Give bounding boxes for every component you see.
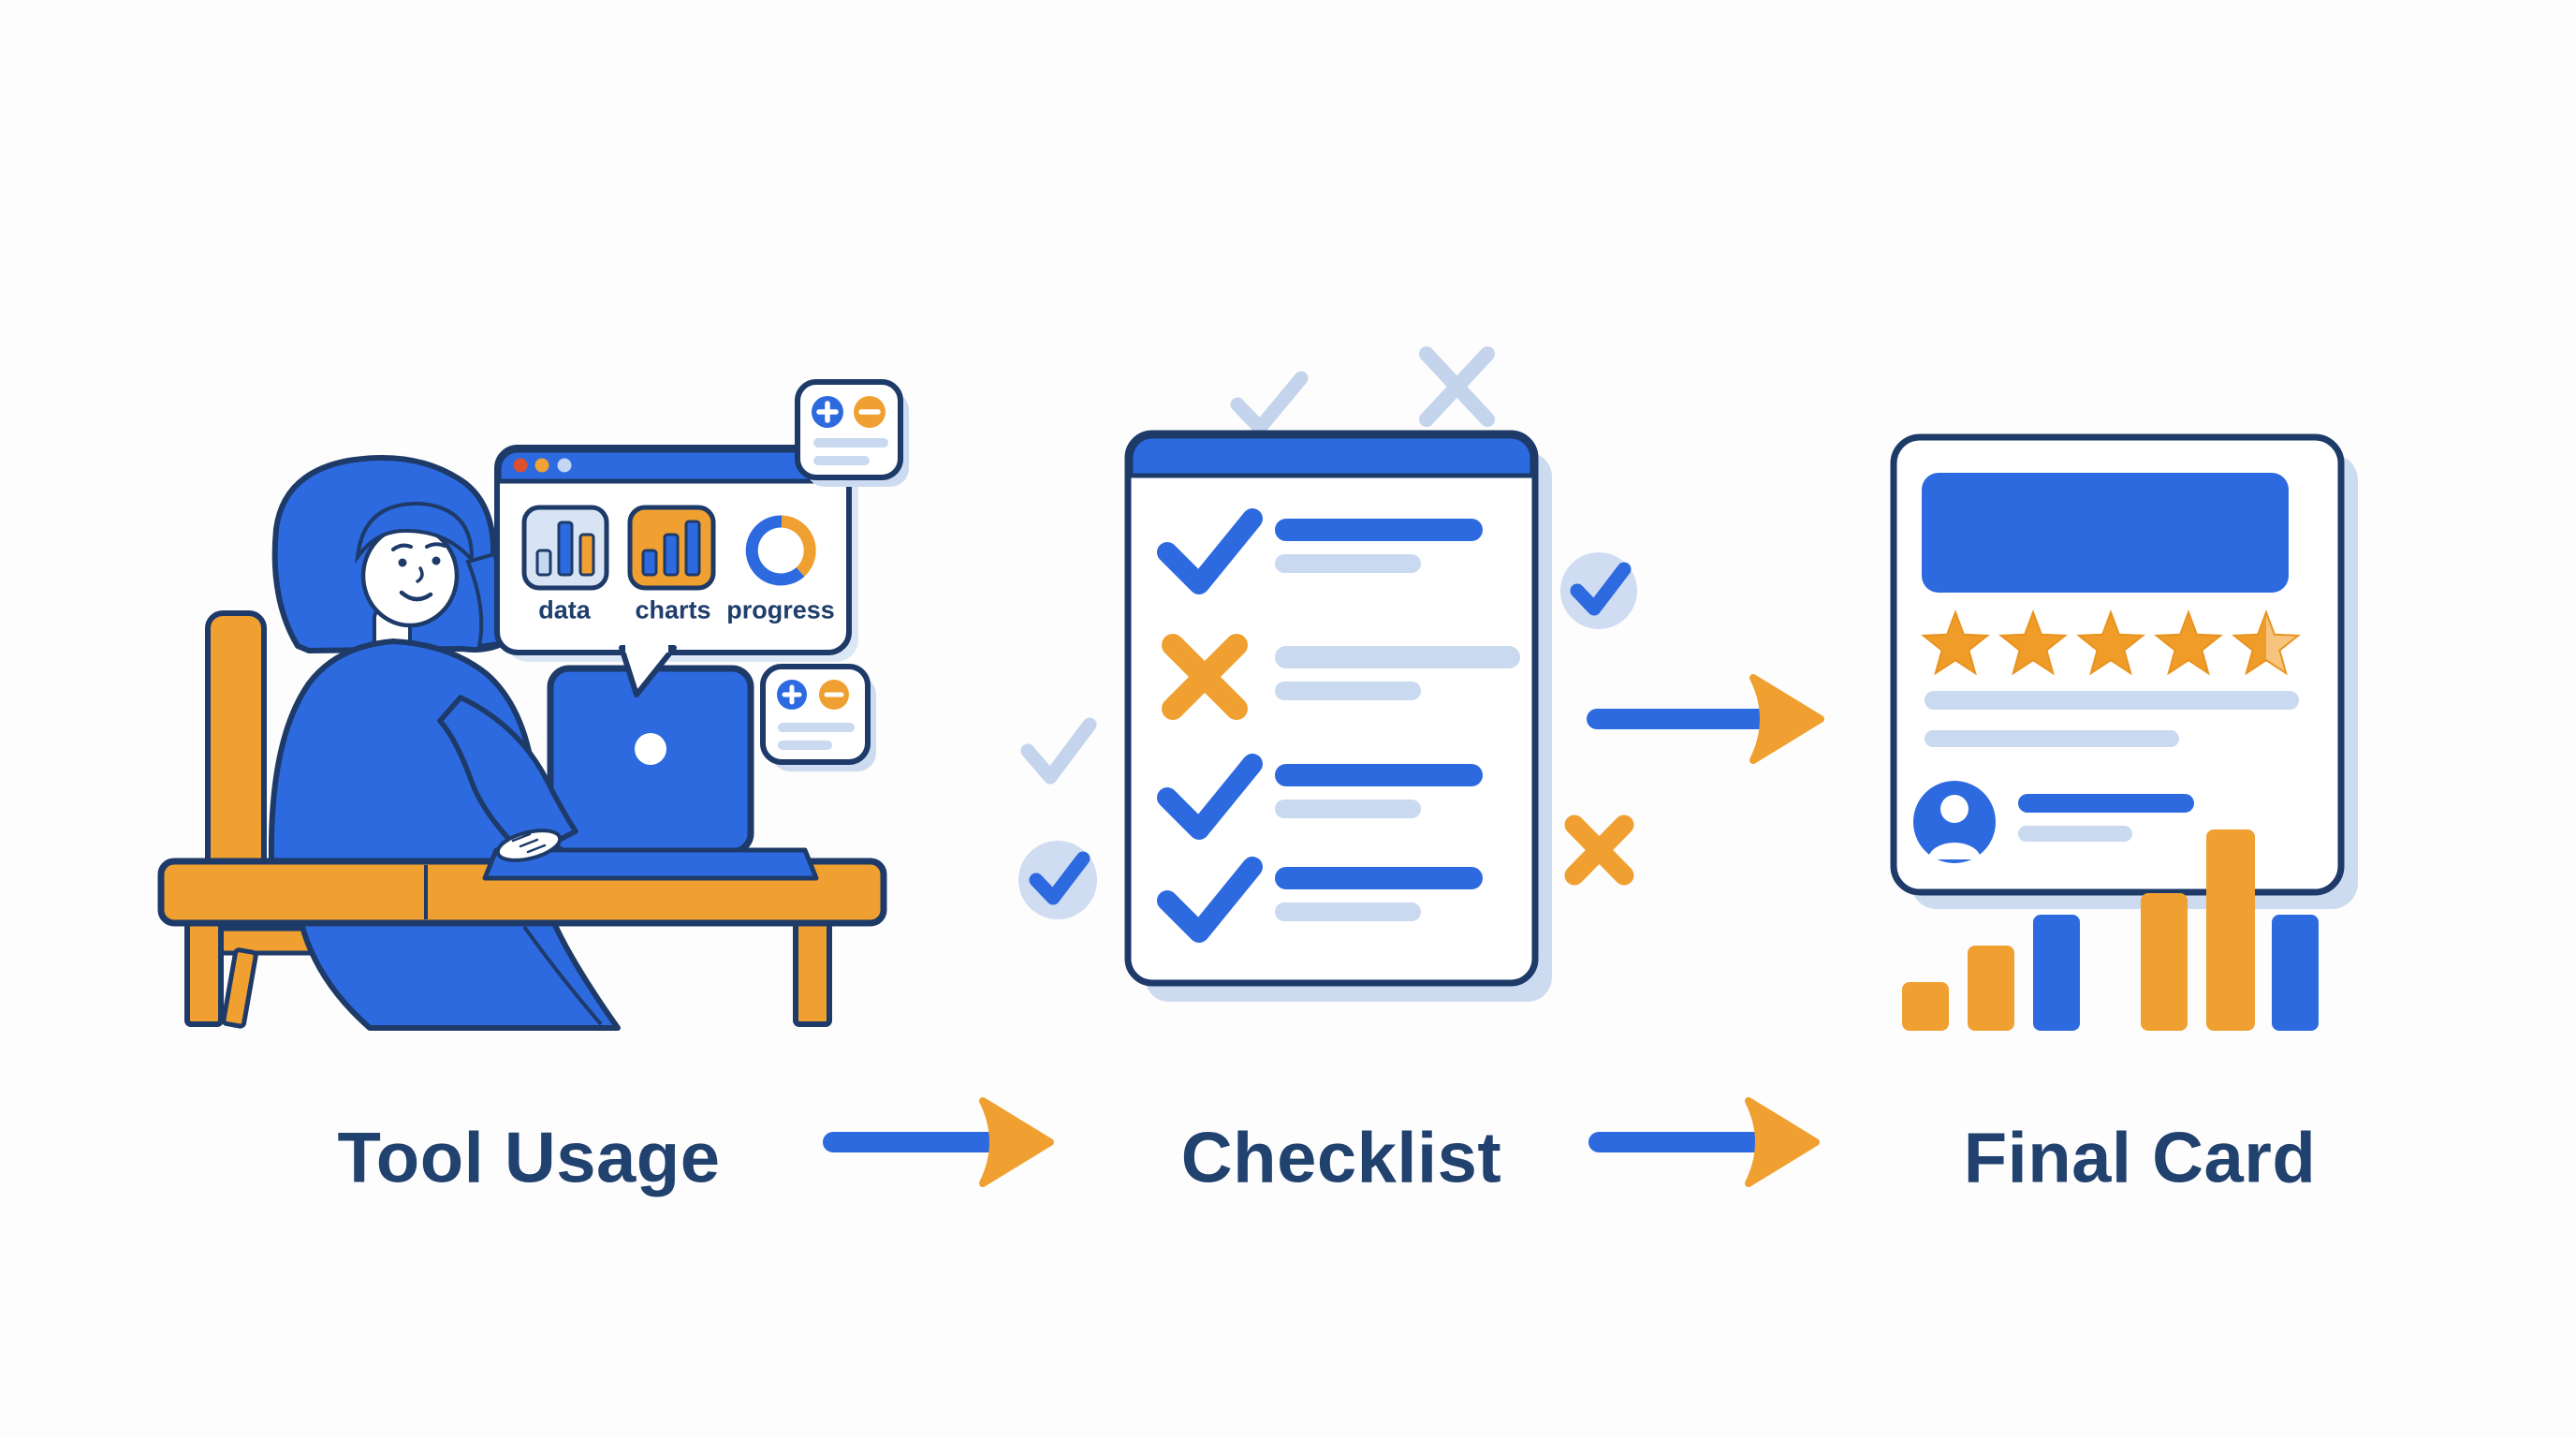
orange-x-icon xyxy=(1564,814,1634,886)
skeleton-line xyxy=(813,456,870,465)
popup-label-progress: progress xyxy=(726,595,835,624)
faint-x-icon xyxy=(1419,346,1495,427)
checklist-row xyxy=(1157,754,1483,840)
checklist-row xyxy=(1157,508,1483,594)
nose xyxy=(416,566,424,583)
checklist-row xyxy=(1157,857,1483,943)
finger-lines xyxy=(511,832,547,854)
row-line-secondary xyxy=(1275,554,1421,573)
minus-icon xyxy=(819,680,849,710)
checklist-document xyxy=(1124,430,1552,1002)
document-body xyxy=(1124,430,1539,987)
cross-icon xyxy=(1162,634,1248,720)
bar xyxy=(1902,982,1949,1031)
step-label-checklist: Checklist xyxy=(1180,1118,1502,1198)
row-line-primary xyxy=(1275,519,1483,541)
laptop-base xyxy=(482,847,819,881)
bar xyxy=(2272,915,2319,1031)
torso xyxy=(268,638,541,864)
floating-card-top xyxy=(795,379,909,487)
donut-progress-icon xyxy=(745,515,816,586)
row-line-primary xyxy=(1275,764,1483,786)
eye-left xyxy=(398,558,407,567)
bar xyxy=(2141,893,2188,1031)
eye-right xyxy=(432,556,441,565)
desk-leg-right xyxy=(793,918,832,1027)
row-line-secondary xyxy=(1275,682,1421,700)
card-header-block xyxy=(1922,473,2289,593)
row-line-secondary xyxy=(1275,800,1421,818)
face xyxy=(360,523,460,628)
skeleton-line xyxy=(778,741,832,750)
check-icon xyxy=(1157,857,1263,943)
smile xyxy=(399,590,433,602)
check-circle-badge xyxy=(1018,841,1097,919)
brow-right xyxy=(425,542,446,549)
skeleton-line xyxy=(2018,826,2132,842)
faint-check-icon xyxy=(1230,371,1309,435)
popup-label-data: data xyxy=(538,595,591,624)
final-card xyxy=(1890,433,2358,909)
charts-bar-chart-icon xyxy=(627,505,716,591)
typing-arm xyxy=(437,695,578,862)
bar xyxy=(2033,915,2080,1031)
browser-popup xyxy=(494,445,858,697)
bar xyxy=(1968,946,2014,1031)
popup-label-charts: charts xyxy=(635,595,711,624)
step-label-tool-usage: Tool Usage xyxy=(337,1118,721,1198)
flow-arrow-2 xyxy=(1588,1097,1820,1187)
step-label-final-card: Final Card xyxy=(1963,1118,2317,1198)
plus-icon xyxy=(777,680,807,710)
popup-window-dots xyxy=(513,458,572,473)
floating-card-bottom xyxy=(760,664,876,771)
skeleton-line xyxy=(813,438,888,448)
skirt xyxy=(299,920,621,1031)
knee-line xyxy=(522,925,603,1026)
row-line-primary xyxy=(1275,646,1520,668)
check-icon xyxy=(1157,754,1263,840)
plus-icon xyxy=(812,396,843,428)
checklist-rows xyxy=(1157,508,1520,943)
minus-icon xyxy=(854,396,886,428)
data-bar-chart-icon xyxy=(521,505,609,591)
flow-arrow-1 xyxy=(823,1097,1054,1187)
row-line-primary xyxy=(1275,867,1483,889)
skeleton-line xyxy=(1925,691,2299,710)
desk-leg-left xyxy=(184,918,224,1027)
check-circle-badge xyxy=(1560,552,1637,629)
faint-check-icon xyxy=(1020,717,1097,785)
checklist-row xyxy=(1162,634,1520,720)
check-icon xyxy=(1157,508,1263,594)
bar xyxy=(2206,829,2255,1031)
row-line-secondary xyxy=(1275,902,1421,921)
laptop xyxy=(482,665,819,881)
hair-fringe xyxy=(355,501,475,565)
arrow-checklist-to-card xyxy=(1587,674,1824,764)
laptop-logo xyxy=(635,733,666,765)
avatar xyxy=(1913,781,1996,863)
hand xyxy=(495,829,563,862)
brow-left xyxy=(391,543,413,551)
skeleton-line xyxy=(778,723,855,732)
review-line xyxy=(2018,794,2194,813)
skeleton-line xyxy=(1925,730,2179,747)
document-header xyxy=(1128,433,1535,478)
window-dot-blue xyxy=(557,458,572,473)
window-dot-orange xyxy=(534,458,549,473)
bar-chart xyxy=(1902,829,2319,1031)
window-dot-red xyxy=(513,458,528,473)
